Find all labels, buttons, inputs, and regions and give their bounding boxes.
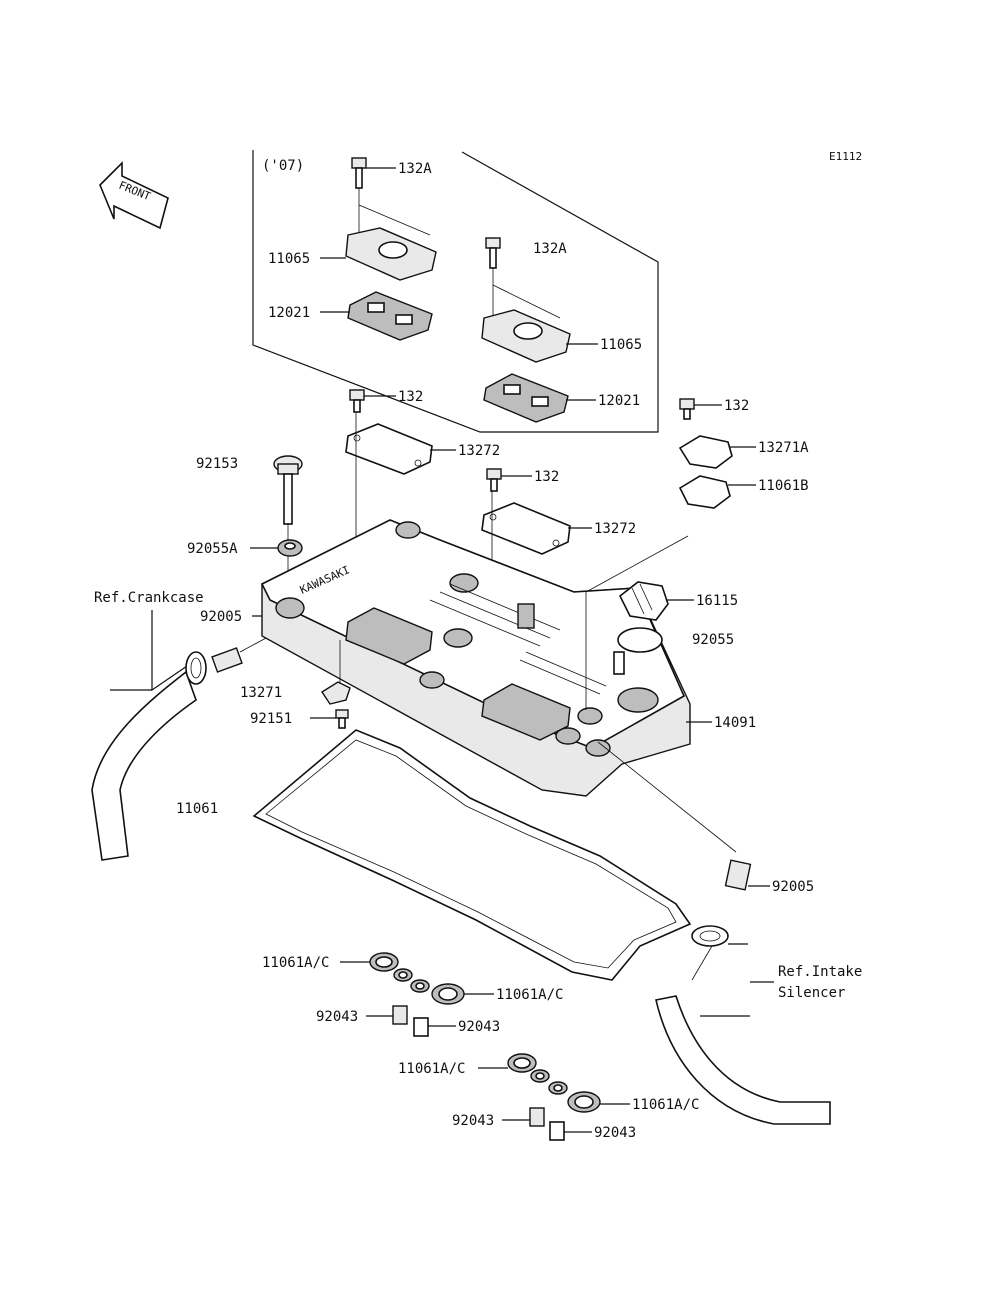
cover-13272-1: [345, 423, 433, 475]
gasket-11061B: [678, 475, 731, 509]
label-12021-2: 12021: [598, 393, 640, 409]
label-92005-1: 92005: [200, 609, 242, 625]
cover-11065-1: [345, 227, 437, 281]
ref-crankcase: Ref.Crankcase: [94, 590, 204, 606]
cover-13272-2: [481, 502, 571, 555]
hose-intake-silencer: [655, 995, 831, 1125]
label-12021-1: 12021: [268, 305, 310, 321]
ref-intake-line1: Ref.Intake: [778, 964, 862, 980]
label-132-1: 132: [398, 389, 423, 405]
bolt-132-2: [679, 398, 722, 420]
bolt-92153: [273, 455, 303, 600]
diagram-code: E1112: [829, 150, 862, 163]
label-14091: 14091: [714, 715, 756, 731]
ref-intake-line2: Silencer: [778, 985, 845, 1001]
year-07-bracket: ('07): [252, 150, 659, 433]
label-92043-4: 92043: [594, 1125, 636, 1141]
clamp-right: [691, 925, 729, 947]
label-11061AC-3: 11061A/C: [398, 1061, 465, 1077]
label-92153: 92153: [196, 456, 238, 472]
label-92055A: 92055A: [187, 541, 238, 557]
label-92043-2: 92043: [458, 1019, 500, 1035]
label-132-2: 132: [724, 398, 749, 414]
label-132-3: 132: [534, 469, 559, 485]
o-ring-92055: [617, 627, 663, 653]
clamp-left: [185, 651, 207, 685]
bolt-132A-2: [485, 237, 501, 269]
bolt-92151: [310, 709, 349, 729]
fitting-92005-2: [724, 859, 752, 891]
label-11061B: 11061B: [758, 478, 809, 494]
cover-11065-2: [481, 309, 571, 363]
bolt-132-3: [486, 468, 532, 492]
label-11061: 11061: [176, 801, 218, 817]
valve-cover-14091: KAWASAKI: [260, 519, 691, 797]
label-132A-1: 132A: [398, 161, 432, 177]
label-11065-2: 11065: [600, 337, 642, 353]
gasket-11061: [252, 729, 692, 981]
label-11061AC-4: 11061A/C: [632, 1097, 699, 1113]
washer-92055A: [277, 539, 303, 557]
label-92005-2: 92005: [772, 879, 814, 895]
label-92043-1: 92043: [316, 1009, 358, 1025]
label-11061AC-2: 11061A/C: [496, 987, 563, 1003]
bracket-13271: [321, 640, 351, 705]
label-11065-1: 11065: [268, 251, 310, 267]
label-92151: 92151: [250, 711, 292, 727]
seal-set-1: [369, 952, 465, 1037]
seal-set-2: [507, 1053, 601, 1141]
reed-12021-2: [483, 373, 569, 423]
hose-crankcase: [91, 670, 197, 861]
label-13271A: 13271A: [758, 440, 809, 456]
label-16115: 16115: [696, 593, 738, 609]
label-92055: 92055: [692, 632, 734, 648]
label-92043-3: 92043: [452, 1113, 494, 1129]
front-arrow-icon: FRONT: [99, 161, 169, 230]
bolt-132A-1: [351, 157, 396, 189]
cap-13271A: [678, 435, 733, 469]
year-note: ('07): [262, 158, 304, 174]
label-132A-2: 132A: [533, 241, 567, 257]
label-13272-1: 13272: [458, 443, 500, 459]
label-13272-2: 13272: [594, 521, 636, 537]
bolt-132-1: [349, 389, 396, 413]
oil-cap-16115: [618, 581, 669, 621]
label-13271: 13271: [240, 685, 282, 701]
reed-12021-1: [347, 291, 433, 341]
label-11061AC-1: 11061A/C: [262, 955, 329, 971]
